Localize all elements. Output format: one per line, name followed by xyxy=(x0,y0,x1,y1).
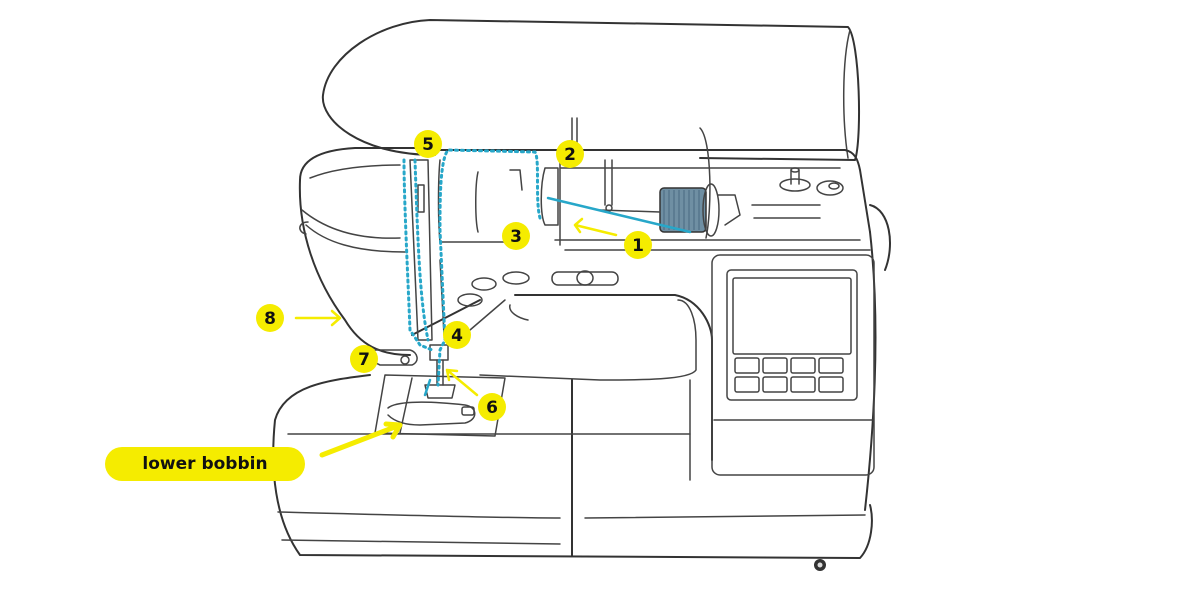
thread-path xyxy=(402,148,692,397)
arrow-6 xyxy=(445,368,479,397)
panel-button[interactable] xyxy=(734,376,760,393)
arrow-bobbin xyxy=(319,421,403,458)
svg-text:4: 4 xyxy=(451,326,463,346)
panel-button[interactable] xyxy=(818,376,844,393)
thread-spool xyxy=(571,117,741,239)
machine-lid xyxy=(321,19,860,161)
callout-8: 8 xyxy=(256,304,284,332)
spool-pins xyxy=(751,167,844,219)
panel-buttons xyxy=(734,357,844,393)
head-button[interactable] xyxy=(471,277,497,291)
arrow-8 xyxy=(294,309,342,327)
callout-5: 5 xyxy=(414,130,442,158)
head-buttons xyxy=(457,270,619,307)
svg-text:3: 3 xyxy=(510,227,522,247)
svg-text:8: 8 xyxy=(264,309,276,329)
panel-button[interactable] xyxy=(790,376,816,393)
start-stop-cluster[interactable] xyxy=(551,271,619,286)
lower-bobbin-label: lower bobbin xyxy=(105,447,305,481)
take-up-area xyxy=(437,149,561,246)
callout-2: 2 xyxy=(556,140,584,168)
callout-arrows xyxy=(294,217,618,458)
callout-4: 4 xyxy=(443,321,471,349)
svg-text:1: 1 xyxy=(632,236,644,256)
panel-button[interactable] xyxy=(818,357,844,374)
arrow-1 xyxy=(573,217,618,237)
svg-text:2: 2 xyxy=(564,145,576,165)
panel-button[interactable] xyxy=(762,376,788,393)
lcd-panel xyxy=(711,254,875,476)
svg-text:7: 7 xyxy=(358,350,370,370)
panel-button[interactable] xyxy=(790,357,816,374)
callout-6: 6 xyxy=(478,393,506,421)
head-button[interactable] xyxy=(457,293,483,307)
callout-7: 7 xyxy=(350,345,378,373)
callout-3: 3 xyxy=(502,222,530,250)
callout-1: 1 xyxy=(624,231,652,259)
panel-button[interactable] xyxy=(734,357,760,374)
head-button[interactable] xyxy=(502,271,530,285)
svg-text:6: 6 xyxy=(486,398,498,418)
panel-button[interactable] xyxy=(762,357,788,374)
foot-screw xyxy=(814,559,826,571)
svg-text:5: 5 xyxy=(422,135,434,155)
svg-text:lower bobbin: lower bobbin xyxy=(142,454,267,474)
